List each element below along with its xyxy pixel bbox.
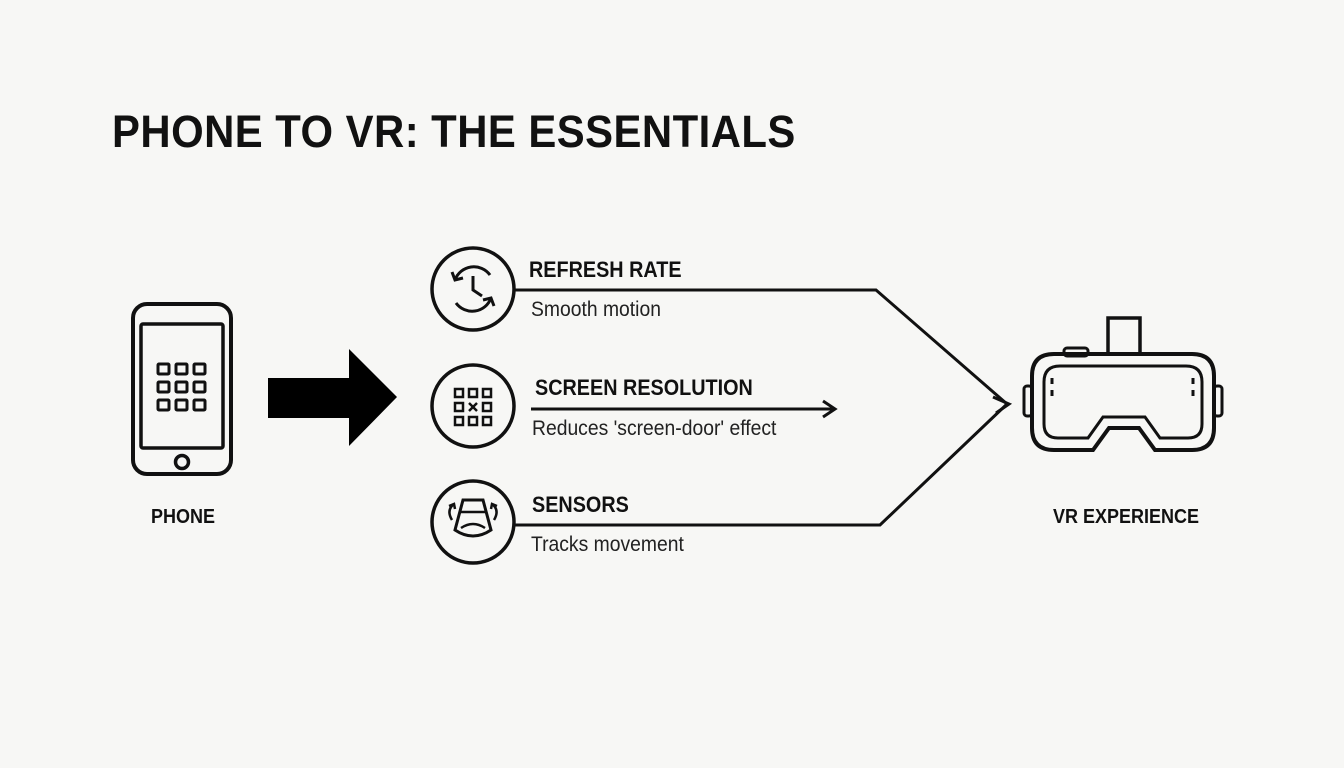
feature-desc-refresh-rate: Smooth motion <box>531 298 661 321</box>
feature-title-sensors: SENSORS <box>532 492 629 517</box>
page-title: PHONE TO VR: THE ESSENTIALS <box>112 106 796 157</box>
connector-sensors <box>515 402 1009 527</box>
vr-experience-label: VR EXPERIENCE <box>1053 506 1200 528</box>
big-right-arrow <box>268 349 397 446</box>
arrowhead-merge <box>992 395 1013 415</box>
motion-sensor-icon <box>430 479 516 565</box>
clock-refresh-icon <box>430 246 516 332</box>
pixel-grid-icon <box>430 363 516 449</box>
arrowhead-resolution <box>822 399 838 419</box>
feature-desc-screen-resolution: Reduces 'screen-door' effect <box>532 417 777 440</box>
phone-label: PHONE <box>151 506 216 528</box>
feature-desc-sensors: Tracks movement <box>531 533 684 556</box>
feature-title-screen-resolution: SCREEN RESOLUTION <box>535 375 753 400</box>
feature-title-refresh-rate: REFRESH RATE <box>529 257 682 282</box>
smartphone-icon <box>131 302 233 476</box>
connector-lines <box>515 288 1009 527</box>
vr-headset-icon <box>1022 316 1224 452</box>
connector-refresh-rate <box>515 288 1008 406</box>
